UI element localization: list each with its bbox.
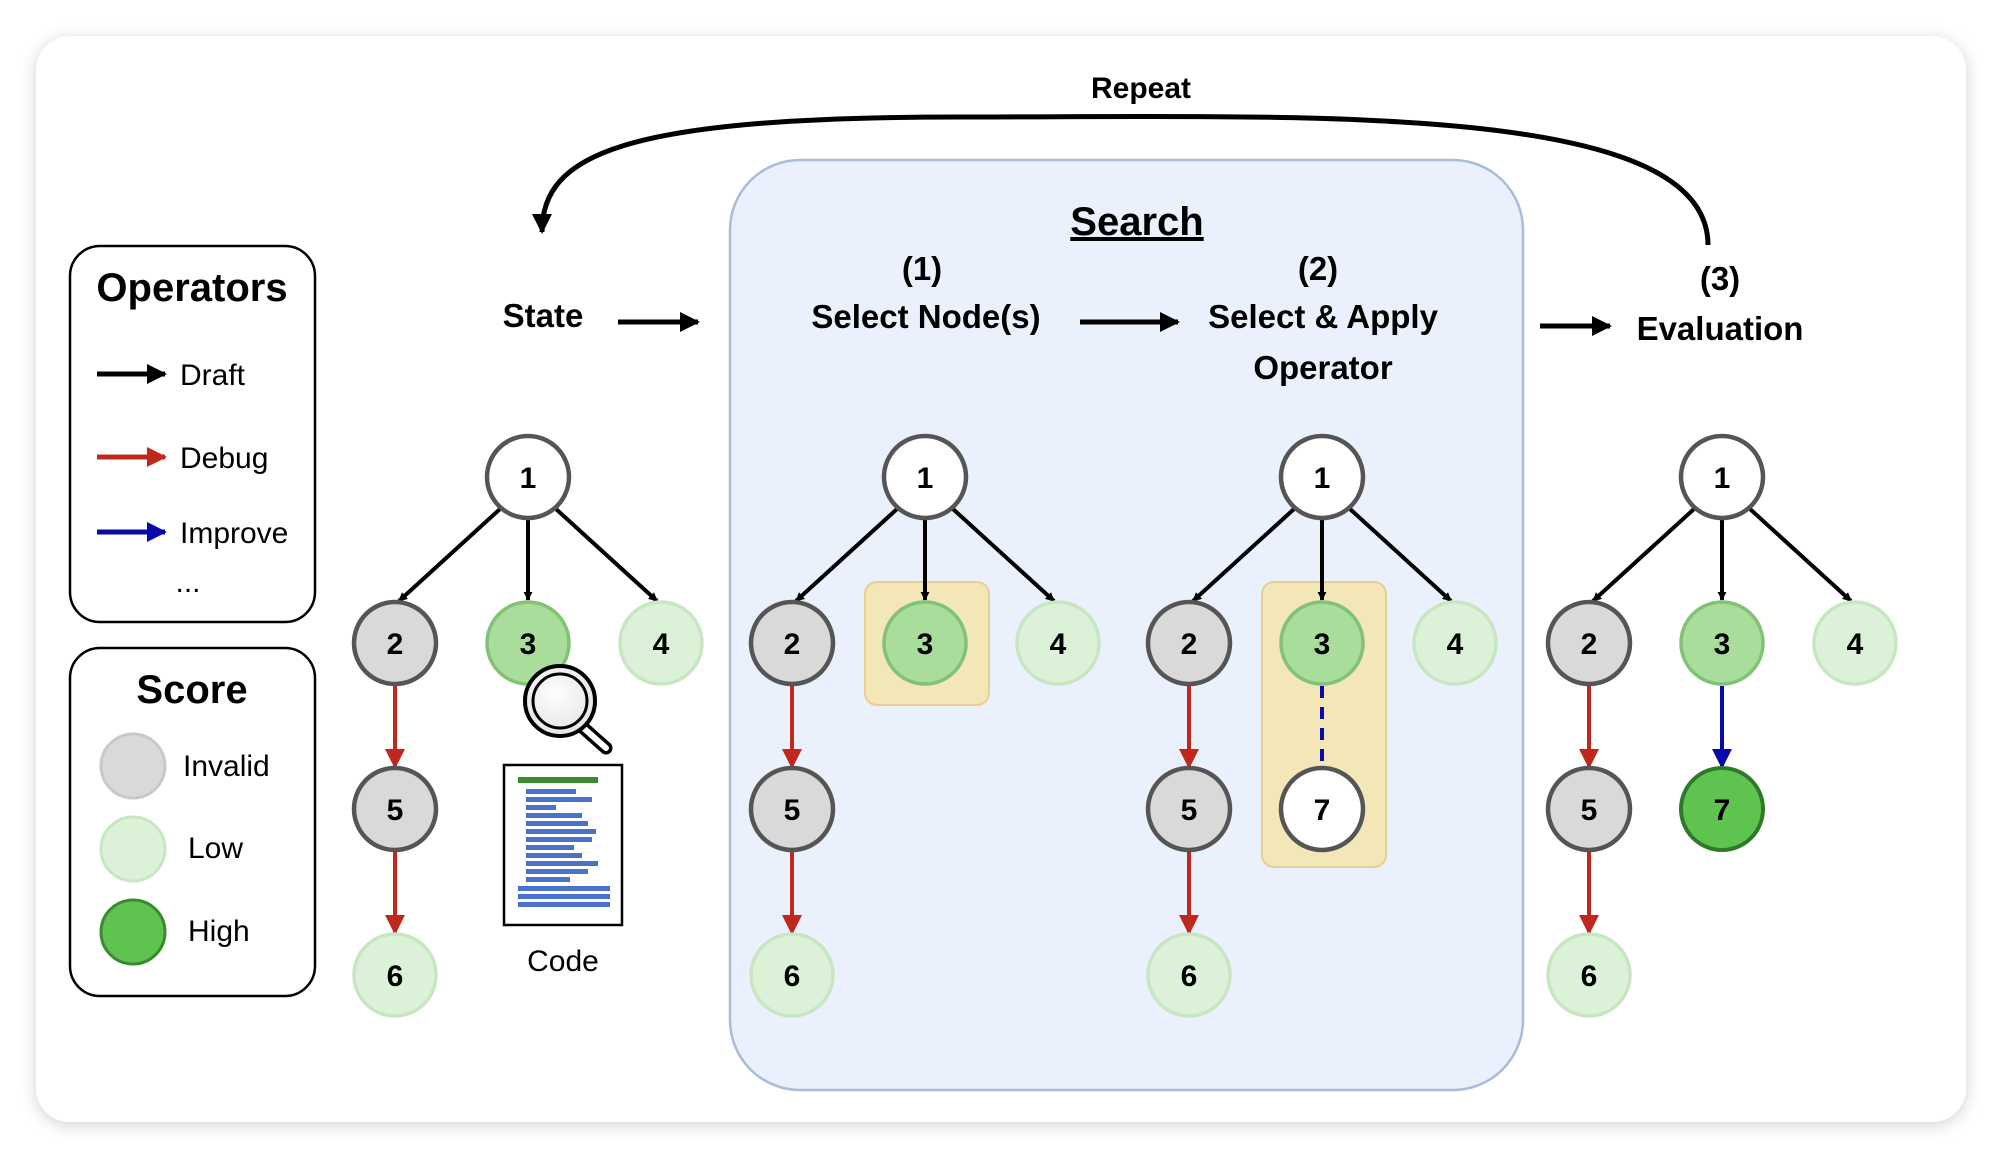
score-high-label: High (188, 915, 250, 948)
node-5-label: 5 (387, 794, 404, 827)
node-3-label: 3 (917, 628, 934, 661)
node-4 (1015, 600, 1101, 686)
operator-more-ellipsis: ... (175, 566, 200, 599)
magnifier-icon (523, 664, 613, 755)
node-6-label: 6 (1181, 960, 1198, 993)
node-1 (881, 433, 969, 521)
node-1-label: 1 (520, 462, 537, 495)
node-4-label: 4 (1050, 628, 1067, 661)
node-3-label: 3 (520, 628, 537, 661)
stage-evaluation-number: (3) (1700, 260, 1740, 297)
edge-1-2 (1191, 507, 1296, 603)
search-title: Search (1070, 200, 1203, 244)
stage-select-number: (1) (902, 250, 942, 287)
node-6-label: 6 (1581, 960, 1598, 993)
node-2-label: 2 (1581, 628, 1598, 661)
node-5 (748, 765, 836, 853)
node-3-label: 3 (1314, 628, 1331, 661)
edge-1-4 (1748, 507, 1853, 603)
stage-apply-number: (2) (1298, 250, 1338, 287)
node-3 (1679, 600, 1765, 686)
edge-1-4 (554, 507, 659, 603)
operator-draft-label: Draft (180, 359, 246, 392)
code-document-icon (502, 763, 624, 927)
node-1-label: 1 (917, 462, 934, 495)
stage-apply-label-line1: Select & Apply (1208, 298, 1438, 335)
node-7 (1278, 765, 1366, 853)
node-5-label: 5 (784, 794, 801, 827)
score-legend-title: Score (136, 668, 247, 712)
edge-1-4 (1348, 507, 1453, 603)
node-3 (1279, 600, 1365, 686)
node-7 (1679, 766, 1765, 852)
tree-state: 1 2 3 4 5 6 (351, 433, 704, 1018)
node-1 (1678, 433, 1766, 521)
node-7-label: 7 (1314, 794, 1331, 827)
node-4 (1412, 600, 1498, 686)
stage-select-label: Select Node(s) (811, 298, 1040, 335)
node-6 (1146, 932, 1232, 1018)
operator-improve-label: Improve (180, 517, 288, 550)
node-6-label: 6 (387, 960, 404, 993)
repeat-label: Repeat (1091, 72, 1191, 105)
node-6 (749, 932, 835, 1018)
tree-evaluation: 1 2 3 4 5 7 6 (1545, 433, 1898, 1018)
node-1 (1278, 433, 1366, 521)
node-6 (1546, 932, 1632, 1018)
node-5-label: 5 (1581, 794, 1598, 827)
node-4-label: 4 (1447, 628, 1464, 661)
stage-evaluation-label: Evaluation (1637, 310, 1804, 347)
node-2-label: 2 (1181, 628, 1198, 661)
repeat-loop-arrow (532, 113, 1711, 246)
node-2 (748, 599, 836, 687)
node-7-label: 7 (1714, 794, 1731, 827)
node-1-label: 1 (1714, 462, 1731, 495)
edge-1-2 (1591, 507, 1696, 603)
node-2-label: 2 (387, 628, 404, 661)
score-low-label: Low (188, 832, 243, 865)
node-6 (352, 932, 438, 1018)
node-6-label: 6 (784, 960, 801, 993)
node-5 (351, 765, 439, 853)
node-5 (1145, 765, 1233, 853)
node-5 (1545, 765, 1633, 853)
tree-apply: 1 2 3 4 5 7 6 (1145, 433, 1498, 1018)
operator-debug-label: Debug (180, 442, 268, 475)
invalid-swatch-icon (99, 732, 167, 800)
node-2 (351, 599, 439, 687)
operators-legend (68, 244, 317, 624)
tree-select: 1 2 3 4 5 6 (748, 433, 1101, 1018)
edge-1-2 (794, 507, 899, 603)
node-3-label: 3 (1714, 628, 1731, 661)
high-swatch-icon (99, 898, 167, 966)
code-label: Code (527, 945, 599, 978)
score-invalid-label: Invalid (183, 750, 270, 783)
low-swatch-icon (99, 815, 167, 883)
node-4 (618, 600, 704, 686)
stage-state-label: State (503, 297, 584, 334)
node-2 (1145, 599, 1233, 687)
node-2-label: 2 (784, 628, 801, 661)
node-4-label: 4 (1847, 628, 1864, 661)
node-2 (1545, 599, 1633, 687)
stage-apply-label-line2: Operator (1253, 349, 1393, 386)
node-5-label: 5 (1181, 794, 1198, 827)
node-3 (882, 600, 968, 686)
node-4-label: 4 (653, 628, 670, 661)
operators-legend-title: Operators (96, 266, 287, 310)
node-4 (1812, 600, 1898, 686)
node-1-label: 1 (1314, 462, 1331, 495)
edge-1-2 (397, 507, 502, 603)
edge-1-4 (951, 507, 1056, 603)
node-1 (484, 433, 572, 521)
